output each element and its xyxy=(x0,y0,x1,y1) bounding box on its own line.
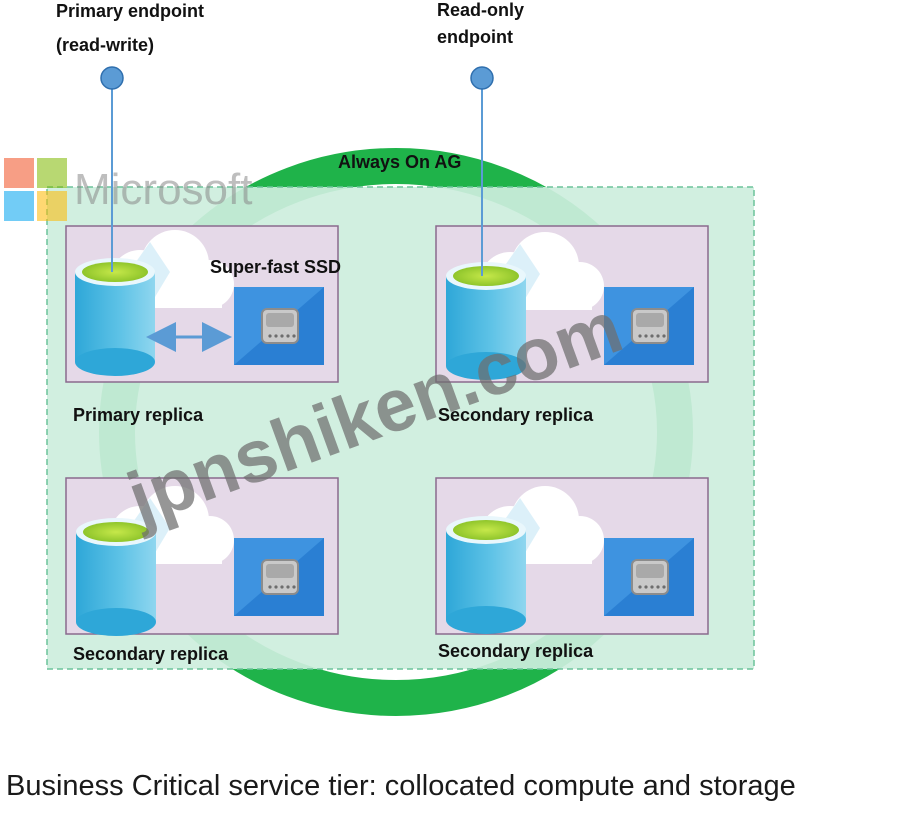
primary-endpoint-dot xyxy=(100,66,124,90)
readonly-endpoint-dot xyxy=(470,66,494,90)
primary-endpoint-sublabel: (read-write) xyxy=(56,35,154,55)
ring-label: Always On AG xyxy=(338,152,461,172)
primary-endpoint-label: Primary endpoint xyxy=(56,1,204,21)
readonly-endpoint-sublabel: endpoint xyxy=(437,27,513,47)
brand-watermark: Microsoft xyxy=(74,165,252,214)
diagram-caption: Business Critical service tier: collocat… xyxy=(6,770,796,802)
replica-label-secondary-bottom-left: Secondary replica xyxy=(73,644,229,664)
ssd-drive-icon xyxy=(603,537,695,617)
ssd-drive-icon xyxy=(233,537,325,617)
storage-label: Super-fast SSD xyxy=(210,257,341,277)
replica-label-secondary-top: Secondary replica xyxy=(438,405,594,425)
database-icon xyxy=(446,516,526,634)
ssd-drive-icon xyxy=(233,286,325,366)
replica-label-secondary-bottom-right: Secondary replica xyxy=(438,641,594,661)
database-icon xyxy=(75,258,155,376)
microsoft-logo xyxy=(4,158,67,221)
readonly-endpoint-label: Read-only xyxy=(437,0,524,20)
replica-label-primary: Primary replica xyxy=(73,405,204,425)
